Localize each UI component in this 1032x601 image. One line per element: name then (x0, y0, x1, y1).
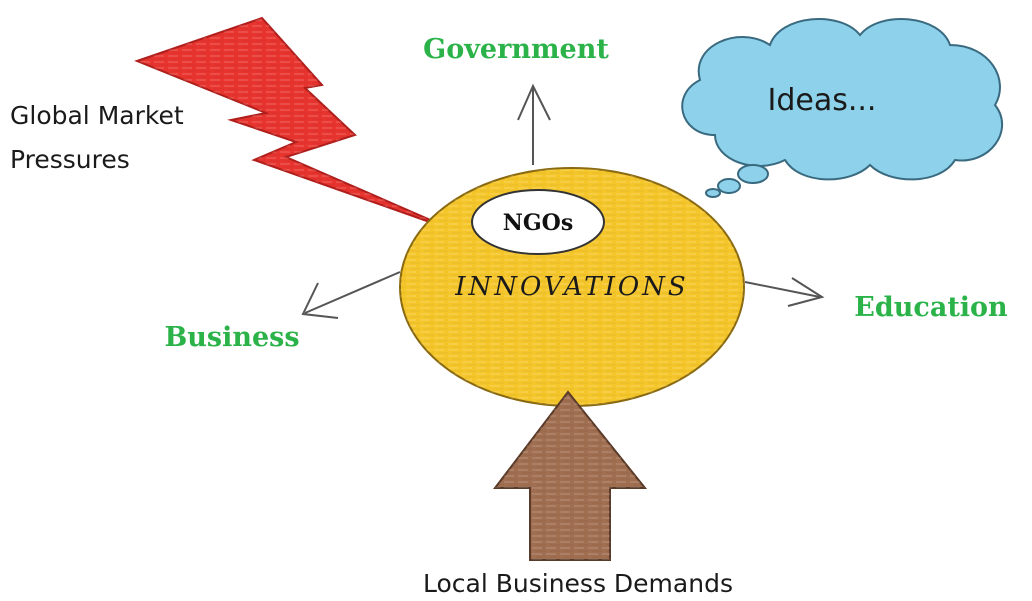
ideas-label: Ideas... (768, 83, 877, 118)
thought-cloud-icon (681, 18, 1004, 198)
innovations-label: INNOVATIONS (454, 272, 688, 302)
lightning-bolt-icon (134, 16, 459, 233)
innovations-ellipse (399, 167, 745, 407)
arrow-to-government (517, 83, 551, 165)
ngos-label: NGOs (503, 210, 573, 236)
up-arrow-icon (492, 390, 648, 561)
global-market-label-line1: Global Market (10, 101, 184, 130)
government-label: Government (423, 34, 609, 65)
arrow-to-business (301, 271, 401, 319)
global-market-label-line2: Pressures (10, 145, 130, 174)
education-label: Education (854, 292, 1008, 323)
arrow-to-education (744, 277, 825, 307)
local-business-demands-label: Local Business Demands (423, 569, 733, 598)
ngos-ellipse (471, 189, 605, 255)
business-label: Business (164, 322, 299, 353)
